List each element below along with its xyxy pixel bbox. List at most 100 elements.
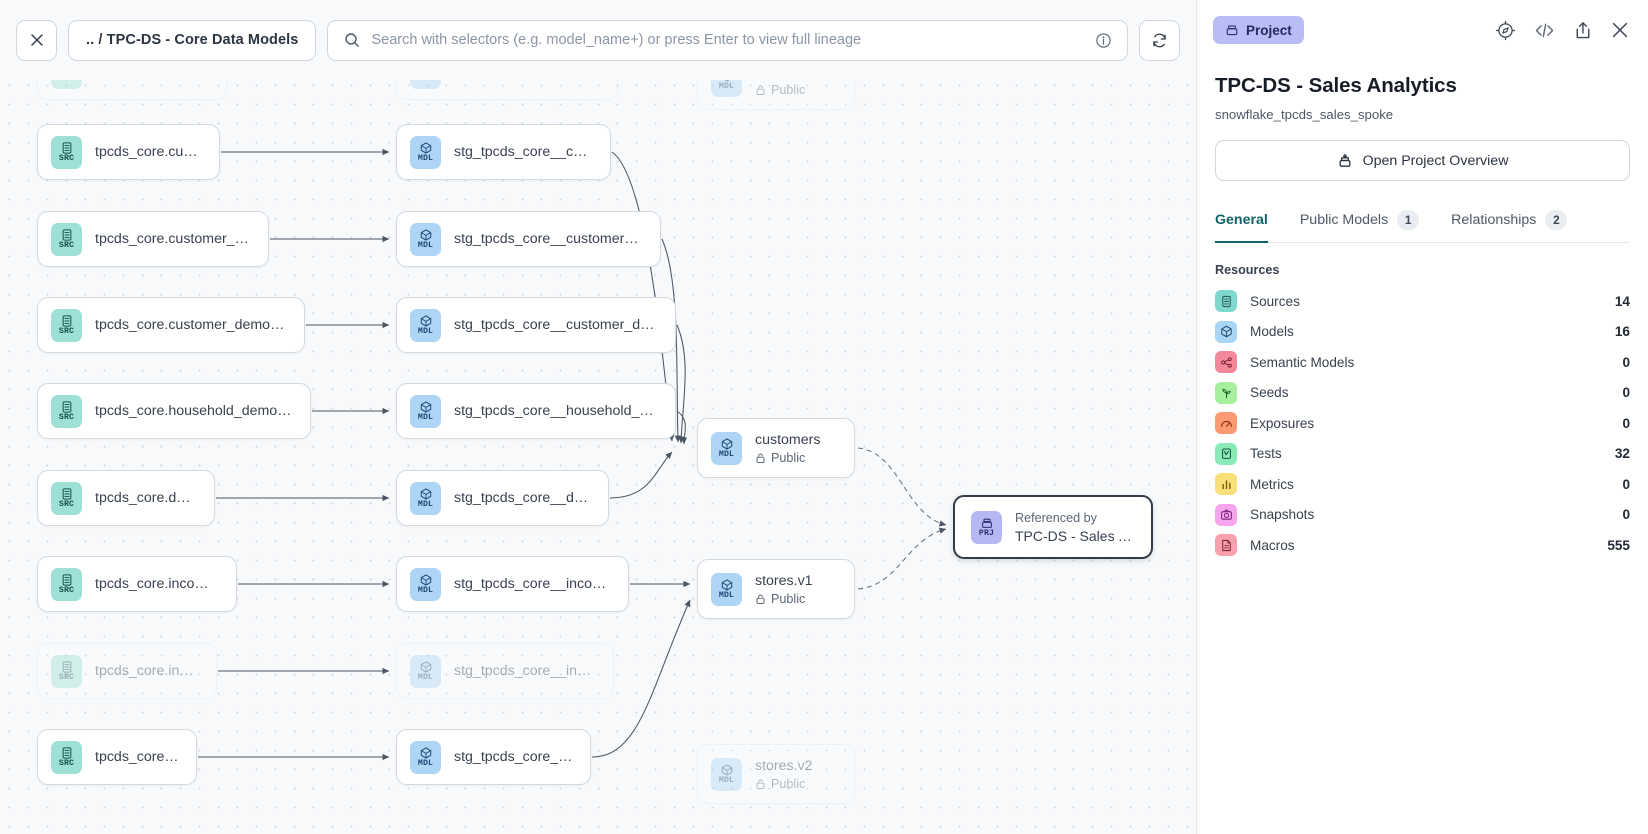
node-access: Public xyxy=(755,592,813,606)
node-title: tpcds_core.household_demographics xyxy=(95,403,294,419)
node-badge-src: SRC xyxy=(51,567,82,601)
lineage-node-mdl-stg-date-dim[interactable]: MDL stg_tpcds_core__date_dim xyxy=(396,470,609,526)
node-body: Referenced by TPC-DS - Sales Analytics xyxy=(1015,511,1135,544)
lineage-node-src-inventory[interactable]: SRC tpcds_core.inventory xyxy=(37,643,217,699)
share-icon[interactable] xyxy=(1573,20,1593,41)
node-badge-mdl: MDL xyxy=(410,740,441,774)
details-panel: Project xyxy=(1197,0,1648,834)
node-title: tpcds_core.customer_address xyxy=(95,231,252,247)
node-badge-mdl: MDL xyxy=(410,481,441,515)
resource-count: 0 xyxy=(1622,385,1630,401)
refresh-icon xyxy=(1153,33,1166,47)
node-title: stg_tpcds_core__store xyxy=(454,749,574,765)
node-title: stores.v2 xyxy=(755,757,813,774)
resource-row-snapshots[interactable]: Snapshots 0 xyxy=(1215,500,1630,531)
project-overview-icon xyxy=(1339,153,1351,167)
node-title: stg_tpcds_core__customer_demogra… xyxy=(454,317,659,333)
node-badge-mdl: MDL xyxy=(711,431,742,465)
close-panel-icon[interactable] xyxy=(1610,20,1630,40)
lineage-node-src-household[interactable]: SRC tpcds_core.household_demographics xyxy=(37,383,311,439)
cube-icon xyxy=(721,438,732,450)
lineage-node-mdl-stg-cust-addr[interactable]: MDL stg_tpcds_core__customer_address xyxy=(396,211,661,267)
node-badge-mdl: MDL xyxy=(410,222,441,256)
cube-icon xyxy=(420,574,431,586)
resource-count: 0 xyxy=(1622,507,1630,523)
node-body: tpcds_core.inventory xyxy=(95,663,200,679)
database-icon xyxy=(62,315,71,327)
sprout-icon xyxy=(1215,381,1237,404)
project-icon xyxy=(1226,25,1238,36)
node-body: stg_tpcds_core__customer_demogra… xyxy=(454,317,659,333)
lineage-node-mdl-stg-household[interactable]: MDL stg_tpcds_core__household_demogr… xyxy=(396,383,676,439)
node-badge-mdl: MDL xyxy=(410,654,441,688)
info-icon[interactable] xyxy=(1095,32,1112,49)
node-body: stg_tpcds_core__inventory xyxy=(454,663,597,679)
resource-name: Models xyxy=(1250,324,1294,340)
lineage-search-box[interactable] xyxy=(327,19,1128,61)
node-badge-mdl: MDL xyxy=(410,135,441,169)
lineage-node-mdl-stg-inventory[interactable]: MDL stg_tpcds_core__inventory xyxy=(396,643,614,699)
resource-name: Snapshots xyxy=(1250,507,1315,523)
node-badge-src: SRC xyxy=(51,222,82,256)
panel-header: Project xyxy=(1197,0,1648,60)
gauge-icon xyxy=(1215,412,1237,435)
cube-icon xyxy=(721,579,732,591)
breadcrumb-button[interactable]: .. / TPC-DS - Core Data Models xyxy=(68,19,317,61)
refresh-button[interactable] xyxy=(1139,19,1180,61)
tab-general[interactable]: General xyxy=(1215,201,1268,243)
resource-type-chip[interactable]: Project xyxy=(1213,16,1304,44)
lineage-node-src-customer-addr[interactable]: SRC tpcds_core.customer_address xyxy=(37,211,269,267)
node-access: Public xyxy=(755,777,813,791)
node-badge-mdl: MDL xyxy=(410,308,441,342)
open-project-overview-button[interactable]: Open Project Overview xyxy=(1215,140,1630,181)
node-badge-src: SRC xyxy=(51,740,82,774)
resource-row-models[interactable]: Models 16 xyxy=(1215,317,1630,348)
node-body: stg_tpcds_core__date_dim xyxy=(454,490,592,506)
close-lineage-button[interactable] xyxy=(16,19,57,61)
resource-count: 16 xyxy=(1614,324,1630,340)
panel-subtitle: snowflake_tpcds_sales_spoke xyxy=(1215,107,1394,122)
code-icon[interactable] xyxy=(1533,20,1556,41)
node-title: TPC-DS - Sales Analytics xyxy=(1015,527,1135,544)
breadcrumb: .. / TPC-DS - Core Data Models xyxy=(86,32,299,48)
resource-count: 0 xyxy=(1622,476,1630,492)
node-badge-src: SRC xyxy=(51,394,82,428)
lineage-node-mdl-stg-store[interactable]: MDL stg_tpcds_core__store xyxy=(396,729,591,785)
clipboard-icon xyxy=(1215,442,1237,465)
node-title: stg_tpcds_core__household_demogr… xyxy=(454,403,659,419)
node-title: stg_tpcds_core__customer_address xyxy=(454,231,644,247)
node-kicker: Referenced by xyxy=(1015,510,1097,525)
search-input[interactable] xyxy=(371,32,1084,48)
explore-icon[interactable] xyxy=(1495,20,1516,41)
lineage-canvas[interactable]: .. / TPC-DS - Core Data Models xyxy=(0,0,1197,834)
lineage-node-mdl-stg-cust-demo[interactable]: MDL stg_tpcds_core__customer_demogra… xyxy=(396,297,676,353)
node-badge-mdl: MDL xyxy=(410,394,441,428)
node-body: tpcds_core.customer xyxy=(95,144,203,160)
database-icon xyxy=(62,488,71,500)
node-badge-src: SRC xyxy=(51,654,82,688)
node-badge-src: SRC xyxy=(51,481,82,515)
